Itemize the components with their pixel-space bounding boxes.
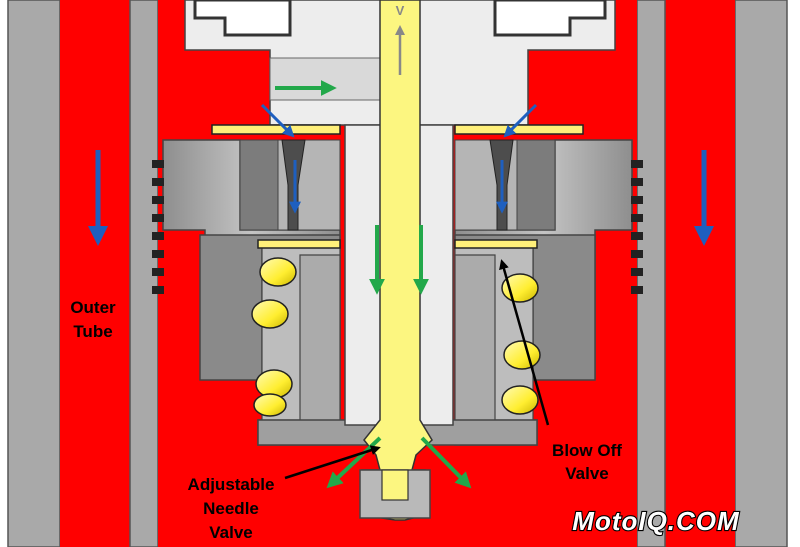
right-sleeve-step	[454, 254, 496, 441]
velocity-label: V	[396, 3, 405, 18]
left-outer-wall	[7, 0, 61, 547]
outer-tube-label-line1: Outer	[70, 298, 116, 317]
needle-label-line1: Adjustable	[188, 475, 275, 494]
needle-label-line2: Needle	[203, 499, 259, 518]
blow-off-label-line1: Blow Off	[552, 441, 622, 460]
site-logo: MotoIQ.COM	[572, 506, 740, 536]
flow-arrow-right-inlet	[503, 103, 538, 138]
right-outer-wall	[734, 0, 788, 547]
side-port	[269, 57, 381, 101]
left-valve-bore	[239, 139, 279, 231]
right-top-shim	[454, 124, 584, 135]
needle-tip	[381, 469, 409, 501]
right-bottom-plate	[417, 419, 538, 446]
needle-label-line3: Valve	[209, 523, 253, 542]
right-top-seal	[493, 0, 607, 37]
blow-off-label-line2: Valve	[565, 464, 609, 483]
left-coil-spring	[251, 257, 297, 417]
left-top-shim	[211, 124, 341, 135]
right-valve-bore	[516, 139, 556, 231]
blow-off-pointer	[499, 259, 550, 426]
flow-arrow-exit-right	[420, 436, 472, 489]
flow-arrow-left-inlet	[260, 103, 295, 138]
left-outer-tube-channel	[60, 0, 130, 547]
right-outer-tube-channel	[665, 0, 735, 547]
outer-tube-label-line2: Tube	[73, 322, 112, 341]
right-blow-off-shim	[454, 239, 538, 249]
right-ribbing	[631, 160, 643, 294]
left-top-seal	[193, 0, 292, 37]
left-blow-off-shim	[257, 239, 341, 249]
left-sleeve-step	[299, 254, 341, 441]
left-ribbing	[152, 160, 164, 294]
needle-pointer	[284, 445, 381, 480]
